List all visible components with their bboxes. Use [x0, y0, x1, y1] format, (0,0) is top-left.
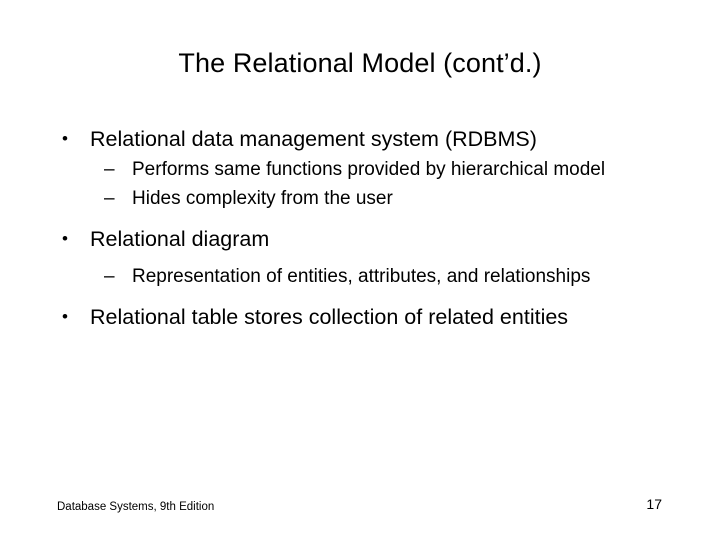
dash-marker-icon: –: [104, 188, 115, 209]
sub-item-2-1-text: Representation of entities, attributes, …: [132, 266, 591, 287]
bullet-item-1: • Relational data management system (RDB…: [50, 124, 670, 154]
spacer: [50, 212, 670, 224]
bullet-marker-icon: •: [62, 129, 68, 148]
bullet-item-3: • Relational table stores collection of …: [50, 302, 670, 332]
sub-item-1-1: – Performs same functions provided by hi…: [50, 156, 670, 183]
sub-item-1-1-text: Performs same functions provided by hier…: [132, 159, 606, 180]
bullet-marker-icon: •: [62, 229, 68, 248]
dash-marker-icon: –: [104, 266, 115, 287]
sub-item-1-2: – Hides complexity from the user: [50, 185, 670, 212]
page-number: 17: [646, 496, 662, 512]
spacer: [50, 290, 670, 302]
bullet-item-3-text: Relational table stores collection of re…: [90, 305, 569, 329]
sub-item-2-1: – Representation of entities, attributes…: [50, 263, 670, 290]
dash-marker-icon: –: [104, 159, 115, 180]
bullet-item-2: • Relational diagram: [50, 224, 670, 254]
bullet-item-2-text: Relational diagram: [90, 227, 270, 251]
page-title: The Relational Model (cont’d.): [178, 48, 542, 78]
spacer: [50, 256, 670, 261]
slide-body: • Relational data management system (RDB…: [50, 124, 670, 334]
footer-source: Database Systems, 9th Edition: [57, 501, 215, 513]
bullet-marker-icon: •: [62, 307, 68, 326]
bullet-item-1-text: Relational data management system (RDBMS…: [90, 127, 537, 151]
sub-item-1-2-text: Hides complexity from the user: [132, 188, 393, 209]
